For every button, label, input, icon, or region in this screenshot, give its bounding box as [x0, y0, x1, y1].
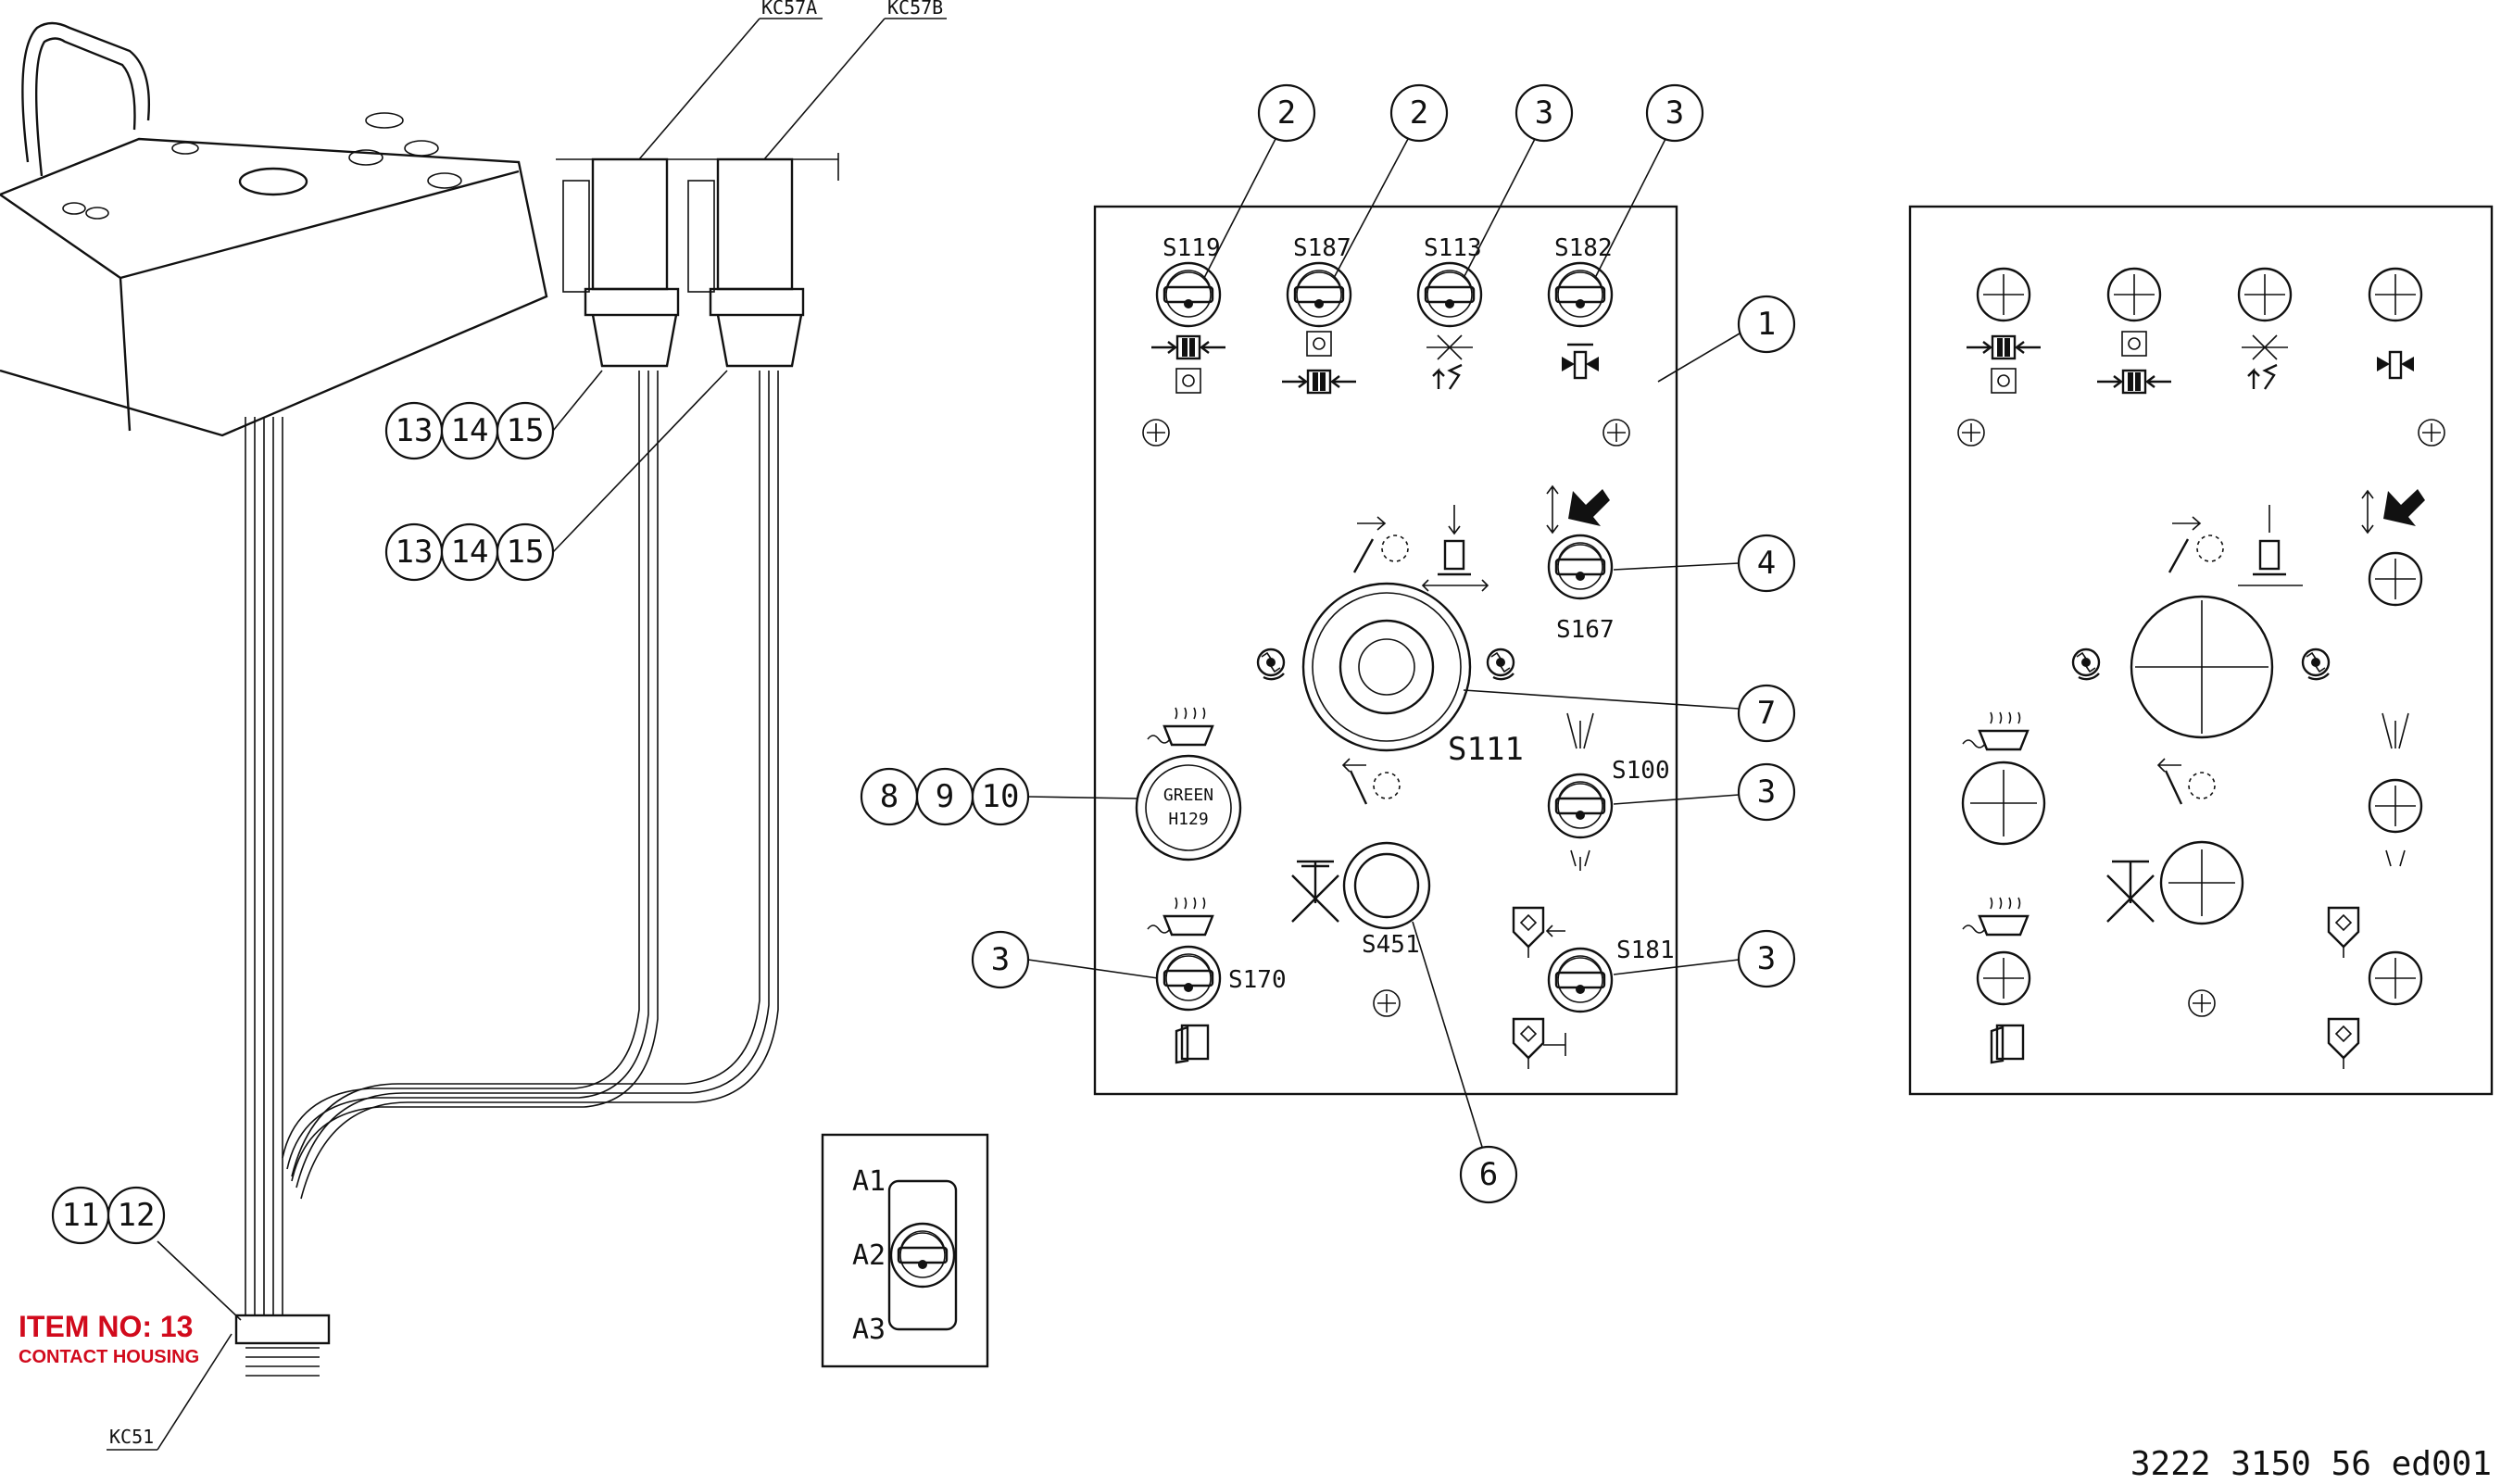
svg-text:S187: S187 — [1293, 234, 1351, 262]
balloon-7-s111: 7 — [1737, 684, 1796, 743]
balloon-3-s181: 3 — [1737, 929, 1796, 988]
balloon-group-lower: 13 14 15 — [384, 522, 555, 582]
switch-s100: S100 — [1547, 712, 1670, 871]
switch-s119: S119 — [1150, 234, 1227, 394]
joystick-s111: S111 — [1301, 582, 1524, 768]
svg-text:10: 10 — [982, 778, 1020, 815]
switch-s170: S170 — [1146, 896, 1287, 1064]
kc57b-label: KC57B — [887, 0, 943, 19]
position-a2: A2 — [852, 1239, 886, 1272]
svg-text:9: 9 — [936, 778, 954, 815]
svg-text:S119: S119 — [1163, 234, 1221, 262]
tool-icon-upper — [1352, 516, 1409, 573]
pendant-housing — [0, 21, 548, 437]
kc57a-label: KC57A — [761, 0, 817, 19]
drawing-number: 3222 3150 56 ed001 — [2130, 1445, 2492, 1483]
control-panel-blank — [1908, 205, 2494, 1096]
selector-detail: A1 A2 A3 — [821, 1133, 989, 1368]
svg-text:13: 13 — [396, 534, 434, 571]
balloon-3-s182: 3 — [1645, 83, 1704, 143]
lift-icon — [1421, 505, 1489, 592]
balloon-group-11-12: 11 12 — [51, 1186, 166, 1245]
position-a1: A1 — [852, 1165, 886, 1198]
svg-text:2: 2 — [1410, 94, 1428, 132]
switch-s187: S187 — [1280, 234, 1358, 395]
svg-text:15: 15 — [507, 412, 545, 449]
svg-text:S170: S170 — [1228, 966, 1287, 994]
switch-s167: S167 — [1546, 484, 1615, 644]
svg-text:GREEN: GREEN — [1163, 786, 1213, 805]
balloon-1-panel: 1 — [1737, 295, 1796, 354]
svg-text:7: 7 — [1757, 695, 1776, 732]
connector-kc57b — [687, 157, 805, 368]
svg-text:H129: H129 — [1168, 810, 1208, 829]
cable-bundle-kc51 — [234, 371, 779, 1377]
tool-icon-lower — [1341, 758, 1401, 805]
balloon-3-s100: 3 — [1737, 762, 1796, 822]
svg-text:3: 3 — [1535, 94, 1553, 132]
svg-text:S100: S100 — [1612, 757, 1670, 785]
balloon-2-s187: 2 — [1389, 83, 1449, 143]
switch-s113: S113 — [1416, 234, 1483, 390]
balloon-2-s119: 2 — [1257, 83, 1316, 143]
rotate-right-icon — [1486, 648, 1515, 681]
svg-text:1: 1 — [1757, 306, 1776, 343]
rotate-left-icon — [1256, 648, 1286, 681]
svg-text:4: 4 — [1757, 545, 1776, 582]
svg-text:13: 13 — [396, 412, 434, 449]
switch-s182: S182 — [1547, 234, 1614, 380]
svg-text:12: 12 — [118, 1197, 156, 1234]
svg-text:3: 3 — [991, 941, 1010, 978]
balloon-group-8-9-10: 8 9 10 — [860, 767, 1030, 826]
svg-text:2: 2 — [1277, 94, 1296, 132]
svg-text:14: 14 — [451, 534, 489, 571]
lamp-h129: GREEN H129 — [1135, 706, 1242, 861]
balloon-group-upper: 13 14 15 — [384, 401, 555, 460]
svg-text:S451: S451 — [1362, 931, 1420, 959]
svg-text:6: 6 — [1479, 1156, 1498, 1193]
svg-text:15: 15 — [507, 534, 545, 571]
item-callout-title: ITEM NO: 13 — [19, 1310, 193, 1343]
svg-text:S181: S181 — [1616, 937, 1675, 964]
connector-kc57a — [562, 157, 680, 368]
svg-text:S113: S113 — [1424, 234, 1482, 262]
button-s451: S451 — [1291, 841, 1431, 959]
svg-text:S167: S167 — [1556, 616, 1615, 644]
svg-text:14: 14 — [451, 412, 489, 449]
balloon-4-s167: 4 — [1737, 534, 1796, 593]
switch-s181: S181 — [1512, 906, 1675, 1071]
svg-text:11: 11 — [62, 1197, 100, 1234]
balloon-3-s170: 3 — [971, 930, 1030, 989]
kc51-label: KC51 — [109, 1426, 154, 1448]
svg-text:3: 3 — [1665, 94, 1684, 132]
position-a3: A3 — [852, 1314, 886, 1346]
svg-text:S182: S182 — [1554, 234, 1613, 262]
svg-text:3: 3 — [1757, 940, 1776, 977]
svg-text:S111: S111 — [1448, 731, 1524, 768]
balloon-3-s113: 3 — [1514, 83, 1574, 143]
blank-panel-positions — [1957, 267, 2445, 1071]
control-panel-labeled — [1093, 205, 1678, 1096]
item-callout-subtitle: CONTACT HOUSING — [19, 1347, 199, 1367]
svg-text:8: 8 — [880, 778, 899, 815]
balloon-6-s451: 6 — [1459, 1145, 1518, 1204]
svg-text:3: 3 — [1757, 773, 1776, 811]
